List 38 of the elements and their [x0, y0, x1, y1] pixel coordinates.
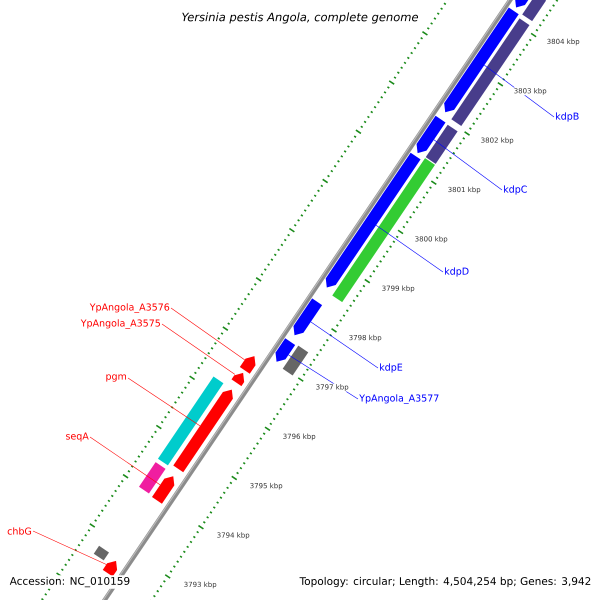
- gene-label: kdpD: [445, 267, 469, 277]
- gene-feature: [416, 116, 446, 154]
- genome-info-text: Topology: circular; Length: 4,504,254 bp; Genes: 3,942: [298, 575, 593, 589]
- gene-label: pgm: [106, 374, 126, 382]
- gene-label: kdpE: [380, 363, 402, 373]
- gene-bar: [426, 124, 458, 164]
- leader-line: [128, 378, 200, 426]
- leader-line: [162, 324, 236, 375]
- leader-line: [170, 308, 245, 360]
- leader-line: [376, 224, 444, 272]
- gene-label: seqA: [66, 432, 89, 442]
- gene-label: kdpC: [504, 185, 527, 195]
- gene-bar: [332, 158, 435, 302]
- accession-text: Accession: NC_010159: [8, 575, 132, 589]
- gene-label: YpAngola_A3575: [80, 319, 160, 329]
- gene-label: kdpB: [556, 112, 579, 122]
- gene-bar: [282, 346, 308, 376]
- gene-feature: [173, 390, 233, 472]
- leader-line: [434, 139, 502, 190]
- leader-line: [32, 530, 107, 565]
- gene-bar: [158, 376, 224, 466]
- gene-label: chbG: [8, 527, 32, 535]
- gene-label: YpAngola_A3576: [90, 303, 170, 313]
- gene-feature: [232, 372, 244, 386]
- gene-feature: [102, 560, 118, 577]
- gene-label: YpAngola_A3577: [359, 394, 438, 404]
- gene-bar: [522, 0, 546, 22]
- gene-feature: [240, 356, 256, 374]
- gene-bar: [451, 18, 530, 126]
- gene-feature: [276, 338, 296, 362]
- leader-line: [310, 322, 378, 368]
- gene-feature: [515, 0, 529, 8]
- leader-line: [90, 436, 160, 486]
- title: Yersinia pestis Angola, complete genome: [180, 10, 420, 26]
- gene-feature: [293, 298, 322, 336]
- gene-feature: [152, 476, 174, 504]
- gene-bar: [94, 546, 109, 560]
- gene-bar: [139, 462, 166, 494]
